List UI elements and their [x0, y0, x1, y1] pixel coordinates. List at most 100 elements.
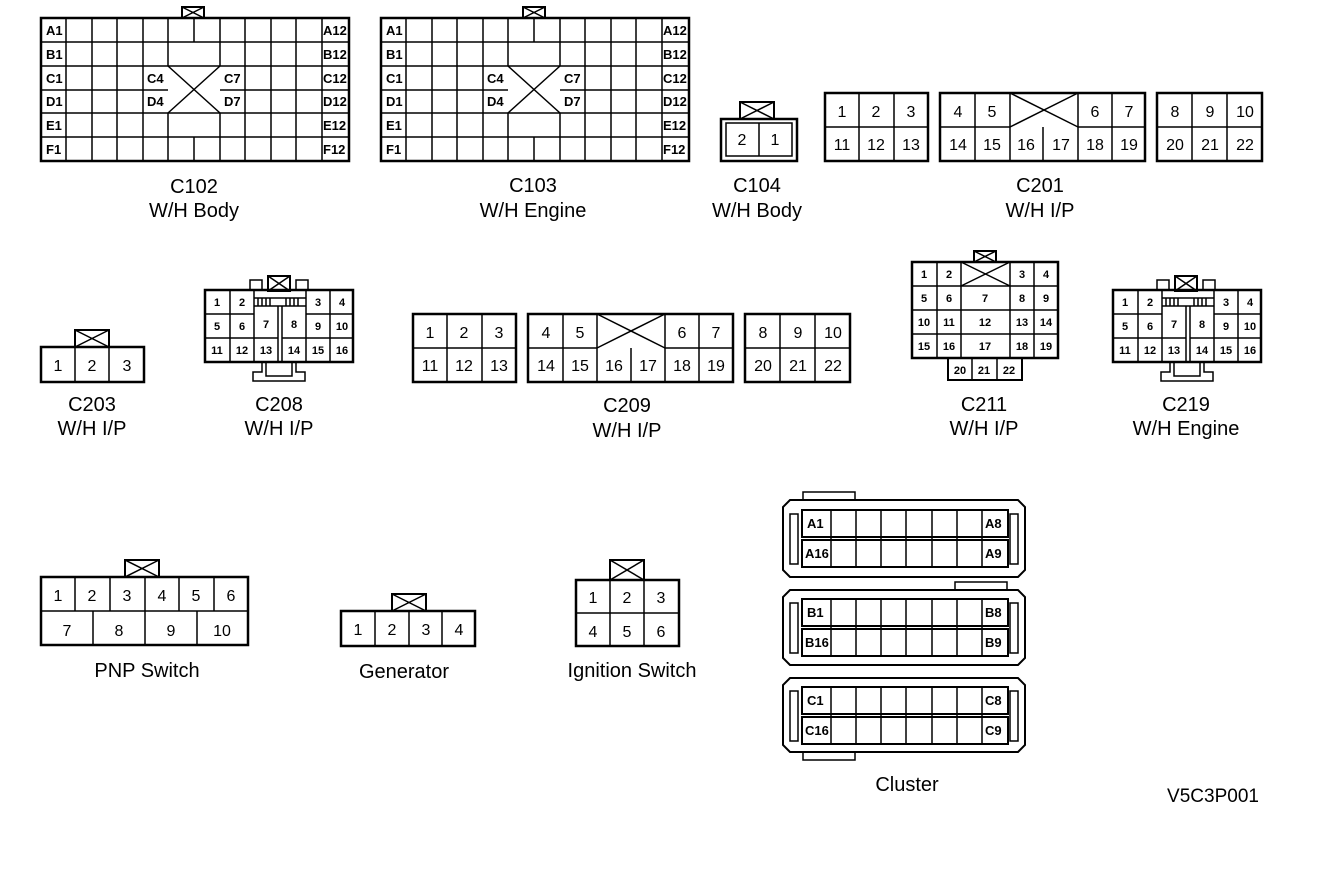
- c211-pin: 17: [979, 341, 991, 353]
- pnp-pin: 5: [192, 588, 201, 605]
- c209-pin: 21: [789, 358, 807, 375]
- c219-desc: W/H Engine: [1133, 418, 1240, 440]
- c219-id: C219: [1162, 394, 1210, 416]
- c203-pin: 3: [123, 358, 132, 375]
- c103-pin-e12: E12: [663, 118, 686, 133]
- c209-pin: 2: [460, 325, 469, 342]
- connector-generator: 1 2 3 4 Generator: [339, 593, 477, 683]
- c219-pin: 1: [1122, 297, 1128, 309]
- c201-pin: 19: [1120, 137, 1138, 154]
- pnp-desc: PNP Switch: [94, 660, 199, 682]
- c208-desc: W/H I/P: [245, 418, 314, 440]
- c208-pin: 12: [236, 345, 248, 357]
- c201-pin: 3: [907, 104, 916, 121]
- pnp-pin: 8: [115, 623, 124, 640]
- c103-pin-c12: C12: [663, 71, 687, 86]
- c219-pin: 14: [1196, 345, 1209, 357]
- c201-pin: 1: [838, 104, 847, 121]
- c211-id: C211: [961, 394, 1007, 416]
- c209-pin: 6: [678, 325, 687, 342]
- connector-c103: A1 B1 C1 D1 E1 F1 A12 B12 C12 D12 E12 F1…: [379, 6, 691, 222]
- c103-pin-d1: D1: [386, 94, 403, 109]
- connector-pnp-switch: 1 2 3 4 5 6 7 8 9 10 PNP Switch: [39, 559, 250, 682]
- c104-desc: W/H Body: [712, 200, 802, 222]
- c219-pin: 4: [1247, 297, 1254, 309]
- c208-pin: 13: [260, 345, 272, 357]
- connector-cluster: A1 A8 A16 A9 B1 B8 B16 B9 C1 C8 C16 C9 C…: [782, 491, 1026, 796]
- c201-pin: 21: [1201, 137, 1219, 154]
- generator-desc: Generator: [359, 661, 449, 683]
- c203-pin: 1: [54, 358, 63, 375]
- c201-pin: 7: [1125, 104, 1134, 121]
- c208-pin: 2: [239, 297, 245, 309]
- c209-pin: 18: [673, 358, 691, 375]
- c209-pin: 10: [824, 325, 842, 342]
- c209-pin: 1: [426, 325, 435, 342]
- c103-pin-f1: F1: [386, 142, 401, 157]
- c208-pin: 14: [288, 345, 301, 357]
- c211-pin: 14: [1040, 317, 1053, 329]
- c209-pin: 5: [576, 325, 585, 342]
- c102-pin-b12: B12: [323, 47, 347, 62]
- c211-pin: 4: [1043, 269, 1050, 281]
- c201-pin: 20: [1166, 137, 1184, 154]
- cluster-pin-a16: A16: [805, 546, 829, 561]
- c208-pin: 11: [211, 345, 223, 357]
- c219-pin: 7: [1171, 319, 1177, 331]
- cluster-pin-a9: A9: [985, 546, 1002, 561]
- cluster-block-a: [782, 499, 1026, 578]
- cluster-pin-b16: B16: [805, 635, 829, 650]
- connector-ignition-switch: 1 2 3 4 5 6 Ignition Switch: [568, 559, 696, 682]
- c211-pin: 7: [982, 293, 988, 305]
- cluster-desc: Cluster: [875, 774, 939, 796]
- c201-pin: 16: [1017, 137, 1035, 154]
- c209-pin: 8: [759, 325, 768, 342]
- cluster-pin-b1: B1: [807, 605, 824, 620]
- c219-body: [1111, 288, 1263, 364]
- c104-id: C104: [733, 175, 781, 197]
- ignition-pin: 4: [589, 624, 598, 641]
- c201-pin: 10: [1236, 104, 1254, 121]
- c211-pin: 2: [946, 269, 952, 281]
- c208-pin: 9: [315, 321, 321, 333]
- c102-id: C102: [170, 176, 218, 198]
- c103-pin-e1: E1: [386, 118, 402, 133]
- ignition-pin: 2: [623, 590, 632, 607]
- c211-pin: 5: [921, 293, 927, 305]
- pnp-pin: 7: [63, 623, 72, 640]
- cluster-pin-c1: C1: [807, 693, 824, 708]
- pnp-pin: 1: [54, 588, 63, 605]
- c203-pin: 2: [88, 358, 97, 375]
- connector-c208: 1 2 3 4 5 6 7 8 9 10 11 12 13 14 15 16 C…: [203, 275, 355, 440]
- c201-pin: 15: [983, 137, 1001, 154]
- c211-pin: 1: [921, 269, 927, 281]
- c219-pin: 9: [1223, 321, 1229, 333]
- c102-pin-f12: F12: [323, 142, 345, 157]
- c102-pin-c12: C12: [323, 71, 347, 86]
- c201-pin: 4: [954, 104, 963, 121]
- cluster-pin-a1: A1: [807, 516, 824, 531]
- c103-pin-c7: C7: [564, 71, 581, 86]
- c201-pin: 9: [1206, 104, 1215, 121]
- c211-pin: 10: [918, 317, 930, 329]
- c203-desc: W/H I/P: [58, 418, 127, 440]
- c211-pin: 20: [954, 365, 966, 377]
- c219-pin: 12: [1144, 345, 1156, 357]
- figure-reference: V5C3P001: [1167, 786, 1259, 807]
- c201-pin: 11: [834, 137, 851, 154]
- cluster-pin-b8: B8: [985, 605, 1002, 620]
- cluster-block-c: [782, 677, 1026, 753]
- c219-pin: 3: [1223, 297, 1229, 309]
- c103-pin-c1: C1: [386, 71, 403, 86]
- c201-pin: 18: [1086, 137, 1104, 154]
- c211-pin: 18: [1016, 341, 1028, 353]
- c103-desc: W/H Engine: [480, 200, 587, 222]
- c211-pin: 21: [978, 365, 990, 377]
- c209-pin: 13: [490, 358, 508, 375]
- c203-body: [39, 345, 146, 384]
- c219-pin: 11: [1119, 345, 1131, 357]
- c209-id: C209: [603, 395, 651, 417]
- c208-pin: 8: [291, 319, 297, 331]
- c103-pin-d7: D7: [564, 94, 581, 109]
- c103-pin-f12: F12: [663, 142, 685, 157]
